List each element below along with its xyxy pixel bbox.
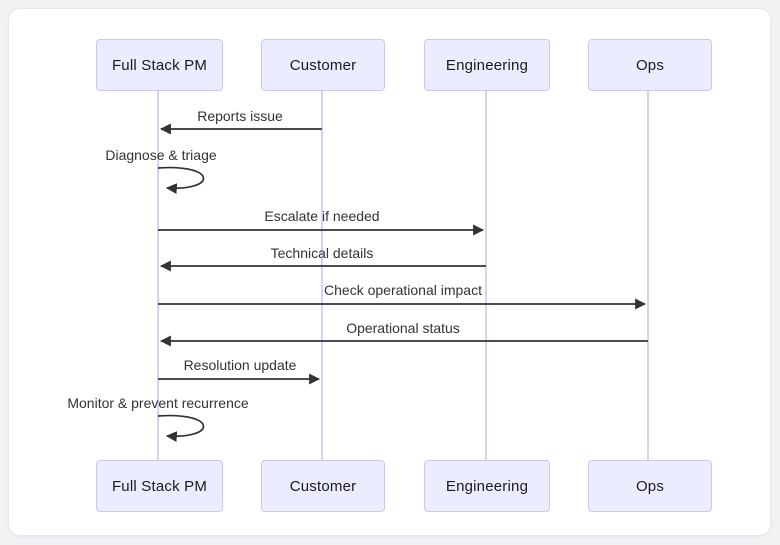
actor-label: Engineering (445, 56, 529, 74)
actor-top-engineering: Engineering (424, 39, 550, 91)
message-label-resolution-update: Resolution update (183, 357, 297, 373)
actor-bottom-engineering: Engineering (424, 460, 550, 512)
sequence-diagram-lines (157, 90, 649, 460)
message-label-technical-details: Technical details (270, 245, 374, 261)
actor-label: Full Stack PM (111, 477, 208, 495)
sequence-diagram-canvas: Full Stack PM Customer Engineering Ops F… (8, 8, 771, 536)
actor-label: Customer (289, 477, 357, 495)
self-loop-diagnose-triage (157, 166, 205, 195)
message-label-reports-issue: Reports issue (197, 108, 283, 124)
actor-label: Full Stack PM (111, 56, 208, 74)
actor-bottom-customer: Customer (261, 460, 385, 512)
actor-bottom-ops: Ops (588, 460, 712, 512)
actor-label: Customer (289, 56, 357, 74)
message-label-check-operational-impact: Check operational impact (324, 282, 482, 298)
actor-top-full-stack-pm: Full Stack PM (96, 39, 223, 91)
self-loop-monitor-prevent-recurrence (157, 414, 205, 443)
message-label-operational-status: Operational status (346, 320, 460, 336)
actor-label: Ops (635, 56, 665, 74)
actor-top-ops: Ops (588, 39, 712, 91)
actor-top-customer: Customer (261, 39, 385, 91)
message-label-escalate-if-needed: Escalate if needed (264, 208, 380, 224)
actor-label: Ops (635, 477, 665, 495)
message-label-monitor-prevent-recurrence: Monitor & prevent recurrence (67, 395, 249, 411)
actor-label: Engineering (445, 477, 529, 495)
actor-bottom-full-stack-pm: Full Stack PM (96, 460, 223, 512)
message-label-diagnose-triage: Diagnose & triage (105, 147, 217, 163)
